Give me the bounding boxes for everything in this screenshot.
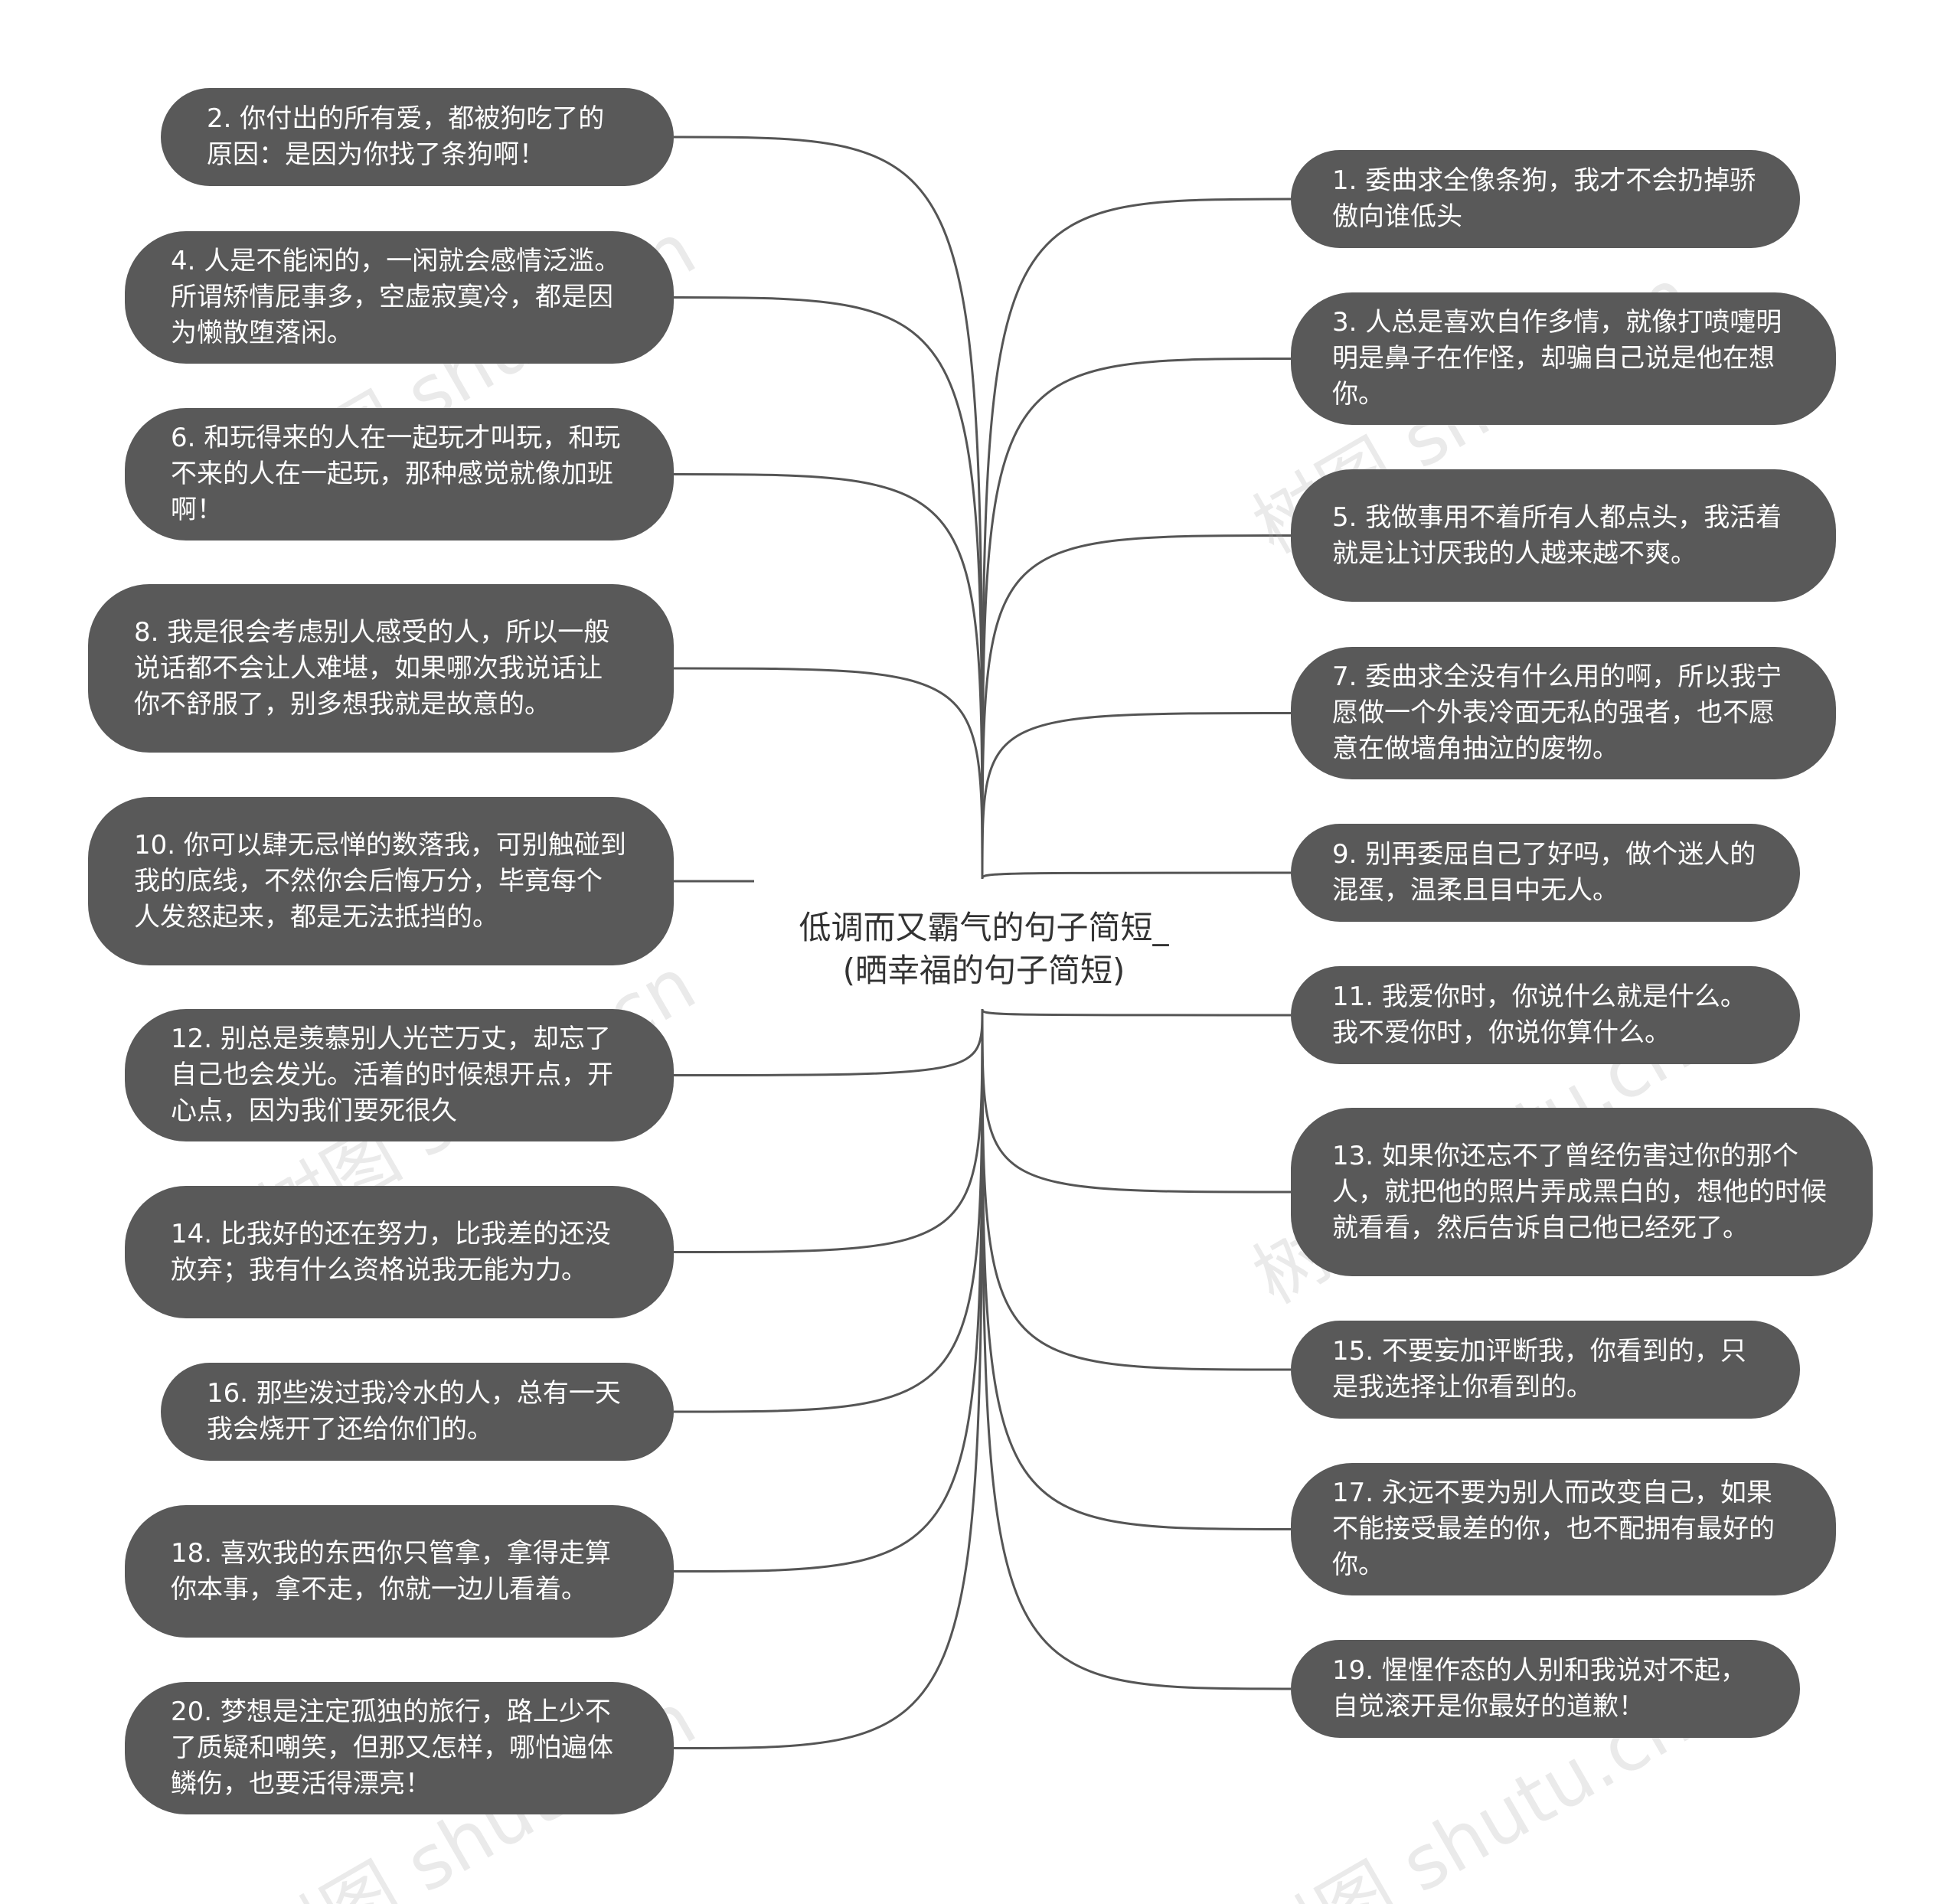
central-topic[interactable]: 低调而又霸气的句子简短_ (晒幸福的句子简短)	[754, 896, 1214, 1003]
topic-node-9[interactable]: 9. 别再委屈自己了好吗，做个迷人的混蛋，温柔且目中无人。	[1291, 824, 1800, 922]
topic-node-8[interactable]: 8. 我是很会考虑别人感受的人，所以一般说话都不会让人难堪，如果哪次我说话让你不…	[88, 584, 674, 753]
topic-node-text: 18. 喜欢我的东西你只管拿，拿得走算你本事，拿不走，你就一边儿看着。	[171, 1537, 611, 1605]
central-topic-line-2: (晒幸福的句子简短)	[842, 952, 1125, 989]
topic-node-text: 20. 梦想是注定孤独的旅行，路上少不了质疑和嘲笑，但那又怎样，哪怕遍体鳞伤，也…	[171, 1697, 613, 1799]
connector-line	[673, 1008, 984, 1749]
topic-node-13[interactable]: 13. 如果你还忘不了曾经伤害过你的那个人，就把他的照片弄成黑白的，想他的时候就…	[1291, 1108, 1873, 1276]
topic-node-text: 13. 如果你还忘不了曾经伤害过你的那个人，就把他的照片弄成黑白的，想他的时候就…	[1332, 1140, 1827, 1243]
connector-line	[673, 1008, 984, 1573]
topic-node-18[interactable]: 18. 喜欢我的东西你只管拿，拿得走算你本事，拿不走，你就一边儿看着。	[125, 1505, 674, 1638]
connector-line	[673, 473, 984, 880]
connector-line	[981, 198, 1292, 880]
connector-line	[981, 1008, 1292, 1530]
connector-line	[981, 1008, 1292, 1194]
topic-node-20[interactable]: 20. 梦想是注定孤独的旅行，路上少不了质疑和嘲笑，但那又怎样，哪怕遍体鳞伤，也…	[125, 1682, 674, 1814]
topic-node-text: 10. 你可以肆无忌惮的数落我，可别触碰到我的底线，不然你会后悔万分，毕竟每个人…	[134, 829, 626, 932]
topic-node-4[interactable]: 4. 人是不能闲的，一闲就会感情泛滥。所谓矫情屁事多，空虚寂寞冷，都是因为懒散堕…	[125, 231, 674, 364]
connector-line	[981, 358, 1292, 880]
topic-node-17[interactable]: 17. 永远不要为别人而改变自己，如果不能接受最差的你，也不配拥有最好的你。	[1291, 1463, 1836, 1595]
topic-node-1[interactable]: 1. 委曲求全像条狗，我才不会扔掉骄傲向谁低头	[1291, 150, 1800, 248]
topic-node-14[interactable]: 14. 比我好的还在努力，比我差的还没放弃；我有什么资格说我无能为力。	[125, 1186, 674, 1318]
connector-line	[981, 712, 1292, 880]
topic-node-text: 6. 和玩得来的人在一起玩才叫玩，和玩不来的人在一起玩，那种感觉就像加班啊！	[171, 423, 621, 525]
topic-node-15[interactable]: 15. 不要妄加评断我，你看到的，只是我选择让你看到的。	[1291, 1321, 1800, 1419]
topic-node-text: 14. 比我好的还在努力，比我差的还没放弃；我有什么资格说我无能为力。	[171, 1218, 611, 1285]
topic-node-text: 17. 永远不要为别人而改变自己，如果不能接受最差的你，也不配拥有最好的你。	[1332, 1478, 1775, 1580]
topic-node-10[interactable]: 10. 你可以肆无忌惮的数落我，可别触碰到我的底线，不然你会后悔万分，毕竟每个人…	[88, 797, 674, 965]
topic-node-11[interactable]: 11. 我爱你时，你说什么就是什么。我不爱你时，你说你算什么。	[1291, 966, 1800, 1064]
connector-line	[981, 534, 1292, 880]
topic-node-text: 7. 委曲求全没有什么用的啊，所以我宁愿做一个外表冷面无私的强者，也不愿意在做墙…	[1332, 661, 1782, 764]
connector-line	[673, 1008, 984, 1076]
topic-node-5[interactable]: 5. 我做事用不着所有人都点头，我活着就是让讨厌我的人越来越不爽。	[1291, 469, 1836, 602]
topic-node-text: 16. 那些泼过我冷水的人，总有一天我会烧开了还给你们的。	[207, 1378, 621, 1445]
topic-node-16[interactable]: 16. 那些泼过我冷水的人，总有一天我会烧开了还给你们的。	[161, 1363, 674, 1461]
topic-node-12[interactable]: 12. 别总是羡慕别人光芒万丈，却忘了自己也会发光。活着的时候想开点，开心点，因…	[125, 1009, 674, 1141]
topic-node-19[interactable]: 19. 惺惺作态的人别和我说对不起，自觉滚开是你最好的道歉！	[1291, 1640, 1800, 1738]
topic-node-6[interactable]: 6. 和玩得来的人在一起玩才叫玩，和玩不来的人在一起玩，那种感觉就像加班啊！	[125, 408, 674, 541]
topic-node-text: 1. 委曲求全像条狗，我才不会扔掉骄傲向谁低头	[1332, 165, 1756, 232]
topic-node-text: 3. 人总是喜欢自作多情，就像打喷嚏明明是鼻子在作怪，却骗自己说是他在想你。	[1332, 307, 1782, 410]
topic-node-7[interactable]: 7. 委曲求全没有什么用的啊，所以我宁愿做一个外表冷面无私的强者，也不愿意在做墙…	[1291, 647, 1836, 779]
topic-node-text: 8. 我是很会考虑别人感受的人，所以一般说话都不会让人难堪，如果哪次我说话让你不…	[134, 616, 610, 720]
topic-node-text: 2. 你付出的所有爱，都被狗吃了的原因：是因为你找了条狗啊！	[207, 103, 605, 170]
topic-node-text: 4. 人是不能闲的，一闲就会感情泛滥。所谓矫情屁事多，空虚寂寞冷，都是因为懒散堕…	[171, 246, 621, 348]
connector-line	[981, 1008, 1292, 1017]
connector-line	[673, 296, 984, 880]
topic-node-text: 12. 别总是羡慕别人光芒万丈，却忘了自己也会发光。活着的时候想开点，开心点，因…	[171, 1024, 613, 1126]
connector-line	[981, 871, 1292, 880]
topic-node-text: 15. 不要妄加评断我，你看到的，只是我选择让你看到的。	[1332, 1336, 1746, 1403]
connector-line	[673, 1008, 984, 1253]
connector-line	[673, 136, 984, 880]
connector-line	[981, 1008, 1292, 1690]
topic-node-text: 9. 别再委屈自己了好吗，做个迷人的混蛋，温柔且目中无人。	[1332, 839, 1756, 906]
connector-line	[673, 667, 984, 880]
topic-node-text: 5. 我做事用不着所有人都点头，我活着就是让讨厌我的人越来越不爽。	[1332, 501, 1782, 569]
topic-node-3[interactable]: 3. 人总是喜欢自作多情，就像打喷嚏明明是鼻子在作怪，却骗自己说是他在想你。	[1291, 292, 1836, 425]
central-topic-line-1: 低调而又霸气的句子简短_	[799, 909, 1169, 946]
topic-node-text: 11. 我爱你时，你说什么就是什么。我不爱你时，你说你算什么。	[1332, 981, 1746, 1048]
topic-node-2[interactable]: 2. 你付出的所有爱，都被狗吃了的原因：是因为你找了条狗啊！	[161, 88, 674, 186]
topic-node-text: 19. 惺惺作态的人别和我说对不起，自觉滚开是你最好的道歉！	[1332, 1655, 1746, 1722]
